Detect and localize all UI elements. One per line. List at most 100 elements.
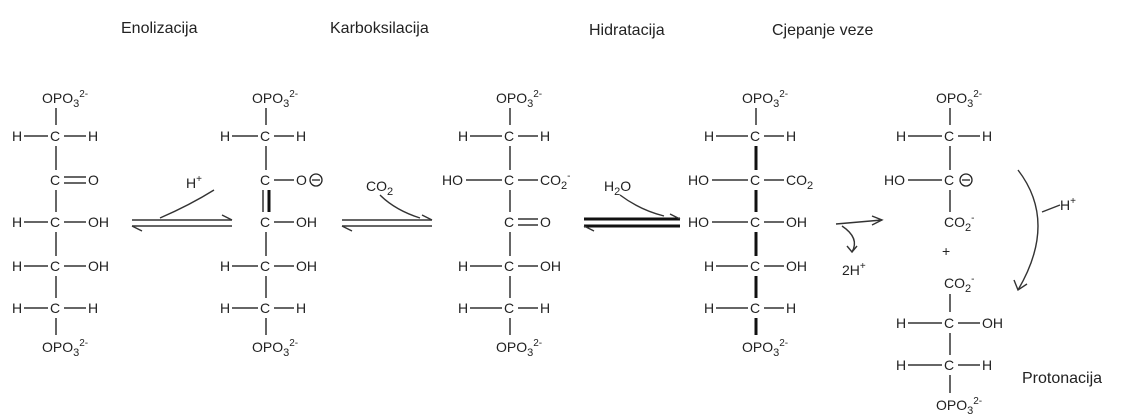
- svg-text:C: C: [944, 172, 954, 188]
- svg-text:C: C: [944, 128, 954, 144]
- svg-text:H: H: [982, 357, 992, 373]
- svg-text:C: C: [504, 172, 514, 188]
- molecule-gem-diol: OPO32- H C H HO C CO2 HO C OH H C OH H C…: [688, 89, 813, 359]
- svg-text:OPO32-: OPO32-: [936, 89, 982, 110]
- svg-text:C: C: [260, 172, 270, 188]
- molecule-3-phosphoglycerate: CO2- H C OH H C H OPO32-: [896, 274, 1003, 417]
- svg-text:H: H: [88, 300, 98, 316]
- svg-text:C: C: [260, 258, 270, 274]
- svg-text:OH: OH: [88, 258, 109, 274]
- svg-text:OH: OH: [786, 214, 807, 230]
- svg-text:H: H: [982, 128, 992, 144]
- svg-text:OPO32-: OPO32-: [496, 89, 542, 110]
- svg-text:C: C: [504, 258, 514, 274]
- stage-label-hydration: Hidratacija: [589, 22, 665, 39]
- reagent-2h-plus: 2H+: [842, 261, 866, 278]
- svg-text:C: C: [750, 258, 760, 274]
- svg-text:H: H: [896, 357, 906, 373]
- svg-text:C: C: [50, 172, 60, 188]
- svg-text:H: H: [88, 128, 98, 144]
- equilibrium-arrow-hydration: H2O: [583, 178, 681, 232]
- stage-label-protonation: Protonacija: [1022, 370, 1102, 387]
- svg-text:CO2-: CO2-: [944, 213, 974, 234]
- reagent-h2o: H2O: [604, 178, 631, 198]
- svg-text:OH: OH: [88, 214, 109, 230]
- svg-text:H: H: [704, 128, 714, 144]
- svg-text:H: H: [296, 128, 306, 144]
- svg-text:H: H: [12, 214, 22, 230]
- svg-text:C: C: [50, 214, 60, 230]
- svg-text:O: O: [540, 214, 551, 230]
- plus-sign: +: [942, 243, 950, 259]
- svg-text:OPO32-: OPO32-: [742, 338, 788, 359]
- svg-text:H: H: [12, 128, 22, 144]
- svg-text:OPO32-: OPO32-: [42, 338, 88, 359]
- svg-text:C: C: [260, 128, 270, 144]
- svg-text:OH: OH: [296, 258, 317, 274]
- svg-text:CO2-: CO2-: [540, 171, 570, 192]
- arrow-protonation: H+: [1013, 169, 1076, 292]
- molecule-beta-keto-acid: OPO32- H C H HO C CO2- C O H C OH H C H …: [442, 89, 570, 359]
- svg-text:HO: HO: [442, 172, 463, 188]
- svg-text:H: H: [704, 300, 714, 316]
- svg-text:OH: OH: [540, 258, 561, 274]
- svg-text:H: H: [296, 300, 306, 316]
- svg-text:H: H: [458, 300, 468, 316]
- svg-text:H: H: [540, 300, 550, 316]
- molecule-enediolate: OPO32- H C H C O C OH H C OH H C H OPO32…: [220, 89, 323, 359]
- svg-text:C: C: [750, 300, 760, 316]
- svg-text:OH: OH: [296, 214, 317, 230]
- svg-text:OPO32-: OPO32-: [42, 89, 88, 110]
- equilibrium-arrow-carboxylation: CO2: [341, 178, 433, 232]
- svg-text:C: C: [944, 315, 954, 331]
- svg-text:C: C: [260, 300, 270, 316]
- equilibrium-arrow-enolization: H+: [131, 174, 233, 232]
- svg-text:OPO32-: OPO32-: [936, 396, 982, 417]
- svg-text:C: C: [750, 128, 760, 144]
- svg-text:H: H: [220, 128, 230, 144]
- svg-text:CO2-: CO2-: [944, 274, 974, 295]
- svg-text:HO: HO: [688, 214, 709, 230]
- arrow-bond-cleavage: 2H+: [835, 215, 884, 278]
- stage-label-carboxylation: Karboksilacija: [330, 20, 429, 37]
- stage-label-enolization: Enolizacija: [121, 20, 198, 37]
- svg-text:O: O: [296, 172, 307, 188]
- svg-text:H: H: [12, 300, 22, 316]
- svg-text:C: C: [504, 214, 514, 230]
- molecule-ribulose-bisphosphate: OPO32- H C H C O H C OH H C OH H C H OPO…: [12, 89, 109, 359]
- svg-text:C: C: [750, 214, 760, 230]
- svg-text:H: H: [540, 128, 550, 144]
- reagent-co2: CO2: [366, 178, 393, 198]
- svg-text:H: H: [786, 128, 796, 144]
- molecule-carbanion: OPO32- H C H HO C CO2-: [884, 89, 992, 234]
- svg-text:C: C: [50, 300, 60, 316]
- svg-text:H: H: [704, 258, 714, 274]
- svg-text:C: C: [750, 172, 760, 188]
- stage-label-bond-cleavage: Cjepanje veze: [772, 22, 874, 39]
- svg-text:H: H: [220, 300, 230, 316]
- svg-text:H: H: [896, 128, 906, 144]
- svg-text:CO2: CO2: [786, 172, 813, 192]
- svg-text:H: H: [12, 258, 22, 274]
- svg-text:H: H: [786, 300, 796, 316]
- svg-text:C: C: [50, 128, 60, 144]
- svg-text:H: H: [896, 315, 906, 331]
- reagent-h-plus-2: H+: [1060, 196, 1076, 213]
- svg-text:C: C: [504, 128, 514, 144]
- reagent-h-plus-1: H+: [186, 174, 202, 191]
- svg-text:OPO32-: OPO32-: [252, 338, 298, 359]
- svg-text:O: O: [88, 172, 99, 188]
- svg-text:OH: OH: [982, 315, 1003, 331]
- svg-text:OPO32-: OPO32-: [742, 89, 788, 110]
- svg-text:HO: HO: [884, 172, 905, 188]
- svg-text:OPO32-: OPO32-: [496, 338, 542, 359]
- svg-text:C: C: [504, 300, 514, 316]
- svg-text:H: H: [458, 258, 468, 274]
- svg-text:H: H: [220, 258, 230, 274]
- svg-text:C: C: [944, 357, 954, 373]
- svg-text:HO: HO: [688, 172, 709, 188]
- svg-text:OPO32-: OPO32-: [252, 89, 298, 110]
- svg-text:OH: OH: [786, 258, 807, 274]
- svg-text:C: C: [50, 258, 60, 274]
